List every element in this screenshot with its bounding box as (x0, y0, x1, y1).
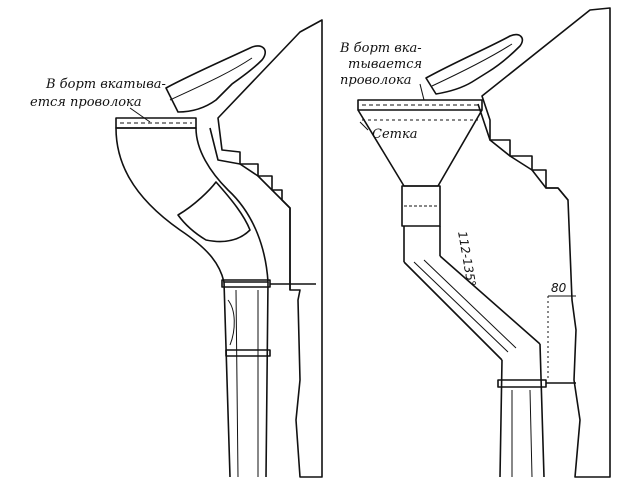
right-funnel-throat (401, 185, 441, 227)
right-roof (425, 33, 524, 95)
left-upper-band (221, 279, 271, 288)
right-mesh-label: Сетка (372, 127, 417, 142)
right-dim-80-text: 80 (551, 281, 567, 295)
left-figure: В борт вкатыва- ется проволока (30, 19, 323, 478)
left-roof-seam (169, 57, 253, 101)
right-label-line1: В борт вка- (339, 41, 422, 56)
right-dim-angle-text: 112-135° (455, 230, 479, 288)
left-wall (217, 19, 323, 478)
right-funnel (357, 109, 483, 187)
right-lower-seams (511, 389, 533, 478)
left-lower-band (225, 349, 271, 357)
right-offset-seams (413, 259, 517, 353)
right-label-leader (419, 83, 425, 101)
left-pipe-seams (235, 289, 259, 478)
left-label-line2: ется проволока (30, 95, 142, 110)
left-downpipe (223, 281, 269, 478)
left-cornice (209, 127, 291, 290)
right-offset-pipe (403, 255, 541, 361)
right-cornice (477, 103, 569, 201)
left-label-leader (129, 107, 151, 123)
right-figure: 80 112-135° В борт вка- тывается проволо… (339, 7, 611, 478)
right-label-line2: тывается (348, 57, 422, 72)
right-label-line3: проволока (340, 73, 412, 88)
left-funnel-section (177, 181, 251, 243)
right-roof-seam (431, 43, 513, 87)
right-upper-pipe (403, 226, 441, 262)
left-funnel (115, 127, 269, 283)
right-pipe-band (497, 379, 547, 388)
left-roof (165, 45, 266, 113)
right-mesh-leader (359, 121, 369, 131)
right-gutter-rim (357, 99, 483, 111)
left-label-line1: В борт вкатыва- (45, 77, 166, 92)
right-lower-pipe (499, 343, 545, 478)
left-pipe-shade (227, 299, 235, 346)
